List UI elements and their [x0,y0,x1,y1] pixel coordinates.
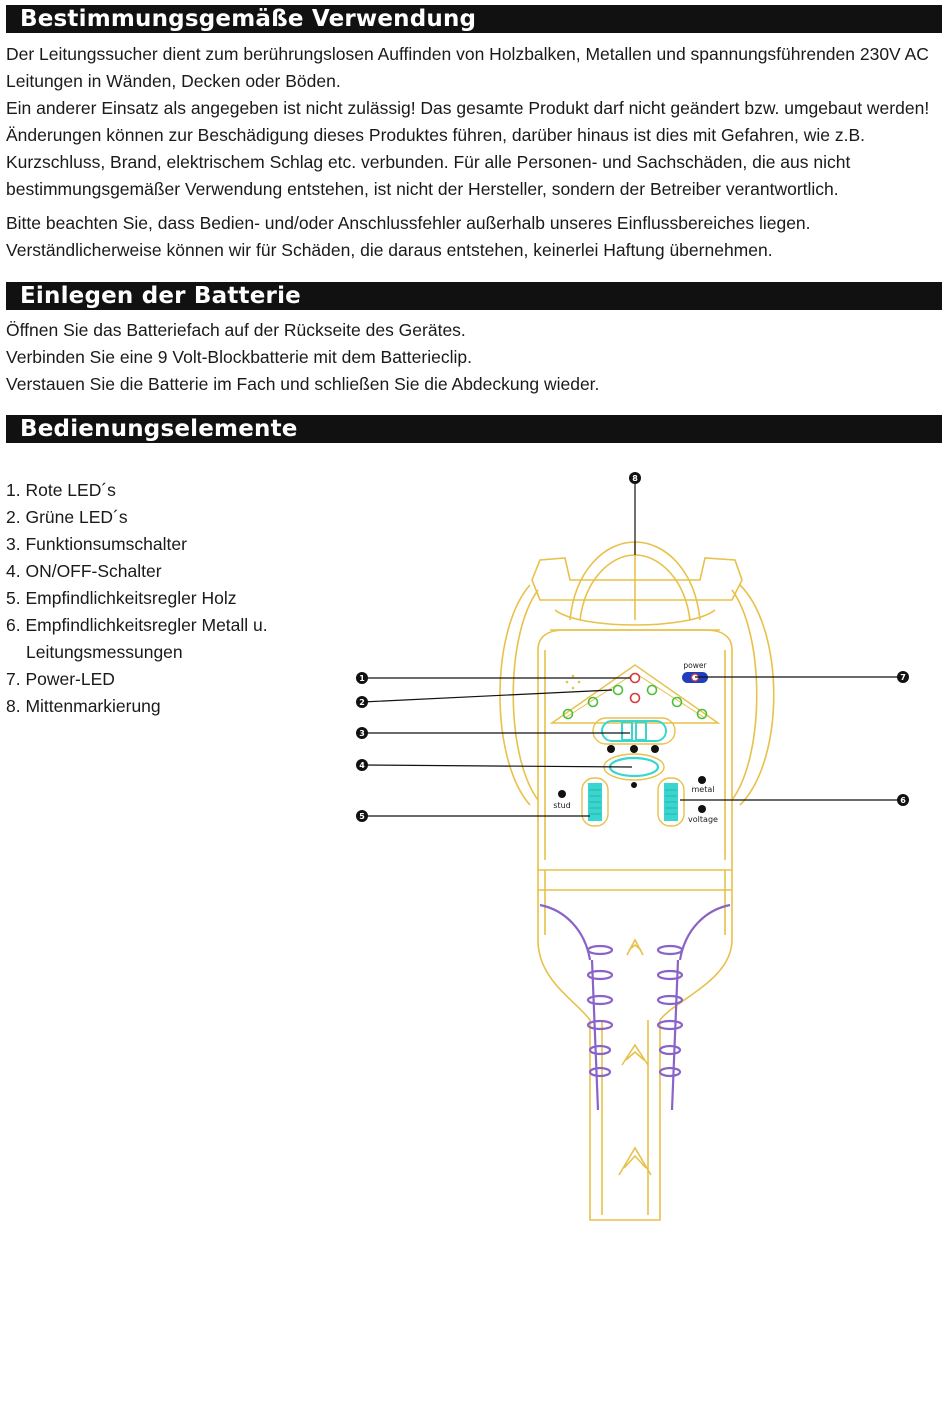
voltage-label: voltage [688,815,718,824]
power-label: power [683,661,707,670]
red-led [629,672,641,684]
list-item: 3. Funktionsumschalter [6,534,187,554]
svg-text:3: 3 [359,729,365,738]
list-item: 4. ON/OFF-Schalter [6,561,162,581]
stud-label: stud [553,801,570,810]
callout-3: 3 [356,727,368,739]
list-item: 7. Power-LED [6,669,115,689]
device-outline [499,541,775,1221]
stud-sensitivity-dial: stud [553,777,609,827]
list-item: Leitungsmessungen [26,642,183,662]
svg-text:5: 5 [359,812,365,821]
battery-text: Öffnen Sie das Batteriefach auf der Rück… [6,317,941,398]
grip-ridges [539,903,731,1111]
metal-voltage-sensitivity-dial: metal voltage [657,776,718,827]
section-title: Einlegen der Batterie [20,283,301,309]
section-title: Bestimmungsgemäße Verwendung [20,6,477,32]
svg-text:8: 8 [632,474,638,483]
callout-6: 6 [897,794,909,806]
callout-1: 1 [356,672,368,684]
paragraph: Ein anderer Einsatz als angegeben ist ni… [6,98,930,199]
green-led [671,696,683,708]
list-item: 5. Empfindlichkeitsregler Holz [6,588,237,608]
callout-lines [361,478,903,817]
callout-markers: 8 1 2 3 4 5 6 [356,472,909,822]
green-led [646,684,658,696]
list-item: 1. Rote LED´s [6,480,116,500]
list-item: 8. Mittenmarkierung [6,696,161,716]
callout-8: 8 [629,472,641,484]
callout-5: 5 [356,810,368,822]
list-item: 6. Empfindlichkeitsregler Metall u. [6,615,268,635]
section-header-battery: Einlegen der Batterie [6,282,942,310]
function-switch [592,717,676,753]
svg-text:6: 6 [900,796,906,805]
paragraph: Verbinden Sie eine 9 Volt-Blockbatterie … [6,347,472,367]
paragraph: Bitte beachten Sie, dass Bedien- und/ode… [6,213,811,260]
green-led [562,708,574,720]
paragraph: Der Leitungssucher dient zum berührungsl… [6,44,929,91]
intended-use-text: Der Leitungssucher dient zum berührungsl… [6,41,941,264]
stud-finder-illustration: power stud [356,472,909,1221]
svg-text:7: 7 [900,673,906,682]
green-led [612,684,624,696]
svg-text:4: 4 [359,761,365,770]
paragraph: Verstauen Sie die Batterie im Fach und s… [6,374,600,394]
power-led: power [682,661,708,683]
green-led [696,708,708,720]
section-header-controls: Bedienungselemente [6,415,942,443]
device-diagram: power stud [340,460,940,1240]
paragraph: Öffnen Sie das Batteriefach auf der Rück… [6,320,466,340]
svg-text:2: 2 [359,698,365,707]
svg-text:1: 1 [359,674,365,683]
callout-4: 4 [356,759,368,771]
callout-7: 7 [897,671,909,683]
controls-list: 1. Rote LED´s 2. Grüne LED´s 3. Funktion… [6,477,268,720]
metal-label: metal [692,785,715,794]
section-title: Bedienungselemente [20,416,298,442]
green-led [587,696,599,708]
list-item: 2. Grüne LED´s [6,507,128,527]
on-off-switch [603,753,665,788]
red-led [629,692,641,704]
section-header-intended-use: Bestimmungsgemäße Verwendung [6,5,942,33]
callout-2: 2 [356,696,368,708]
